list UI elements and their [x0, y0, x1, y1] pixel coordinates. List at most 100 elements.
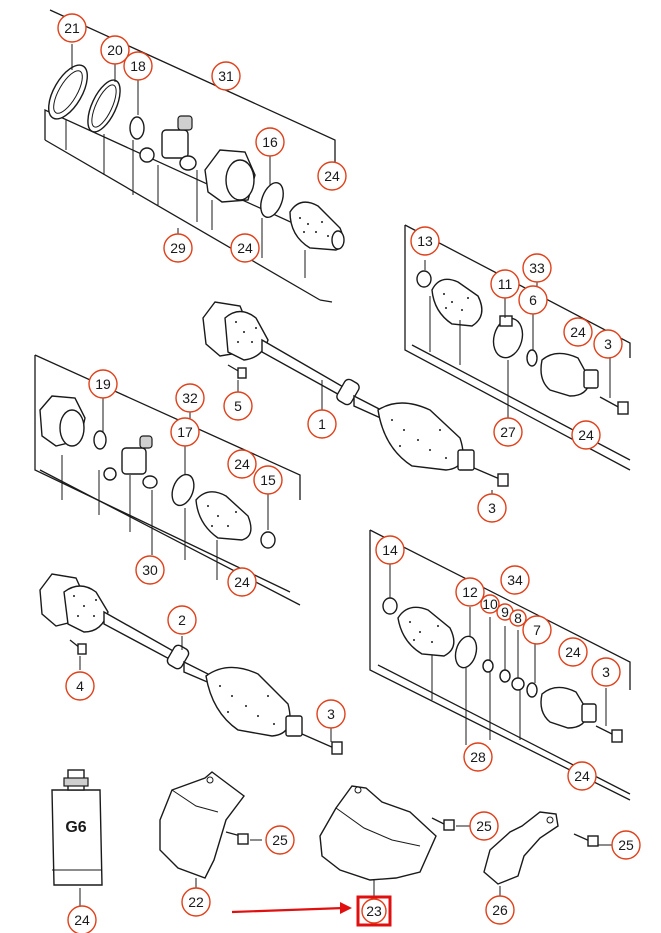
callout-13: 13 [410, 226, 440, 256]
boot-texture-3 [391, 419, 447, 459]
callout-24-9: 24 [67, 905, 97, 933]
callout-circle [265, 825, 295, 855]
boot-texture-5 [219, 685, 275, 725]
callout-31: 31 [211, 61, 241, 91]
callout-34: 34 [500, 565, 530, 595]
callout-3-3: 3 [316, 699, 346, 729]
callout-number: 17 [177, 424, 193, 440]
joint-texture-1 [235, 321, 257, 343]
joint-texture-2 [73, 595, 97, 617]
callout-4: 4 [65, 671, 95, 701]
callout-number: 8 [514, 610, 522, 626]
boot-texture-4 [207, 505, 237, 527]
callout-number: 3 [604, 336, 612, 352]
callout-number: 24 [574, 768, 590, 784]
callout-23-highlighted: 23 [356, 895, 392, 927]
heat-shield-23 [319, 785, 470, 896]
callout-circle [611, 830, 641, 860]
callout-number: 4 [76, 678, 84, 694]
callout-24-1: 24 [317, 161, 347, 191]
callout-20: 20 [100, 35, 130, 65]
callout-number: 33 [529, 260, 545, 276]
callout-circle [65, 671, 95, 701]
callout-circle [227, 449, 257, 479]
callout-circle [463, 742, 493, 772]
callout-3-4: 3 [591, 657, 621, 687]
callout-number: 6 [529, 292, 537, 308]
highlight-box [356, 895, 392, 927]
callout-number: 24 [234, 456, 250, 472]
callout-circle [509, 609, 527, 627]
callout-6: 6 [518, 285, 548, 315]
callout-circle [175, 383, 205, 413]
callout-number: 24 [234, 574, 250, 590]
callout-number: 11 [498, 276, 513, 292]
callout-number: 14 [382, 542, 398, 558]
callout-21: 21 [57, 13, 87, 43]
callout-circle [317, 161, 347, 191]
callout-number: 31 [218, 68, 234, 84]
callout-number: 24 [565, 644, 581, 660]
grease-tube-label: G6 [65, 819, 86, 836]
callout-24-2: 24 [230, 233, 260, 263]
callout-circle [163, 233, 193, 263]
callout-number: 23 [366, 903, 382, 919]
callout-circle [558, 637, 588, 667]
callout-24-5: 24 [227, 449, 257, 479]
callout-16: 16 [255, 127, 285, 157]
callout-circle [223, 391, 253, 421]
grease-tube: G6 [51, 769, 103, 908]
callout-number: 18 [130, 58, 146, 74]
callout-number: 1 [318, 416, 326, 432]
callout-circle [469, 811, 499, 841]
callout-1: 1 [307, 409, 337, 439]
callout-circle [490, 269, 520, 299]
callout-number: 30 [142, 562, 158, 578]
callout-circle [57, 13, 87, 43]
callout-circle [410, 226, 440, 256]
callout-number: 13 [417, 233, 433, 249]
right-upper-group [404, 224, 631, 471]
callout-24-7: 24 [558, 637, 588, 667]
callout-circle [493, 417, 523, 447]
callout-number: 24 [324, 168, 340, 184]
callout-circle [522, 615, 552, 645]
drive-shaft-1 [202, 301, 509, 497]
callout-circle [67, 905, 97, 933]
callout-circle [123, 51, 153, 81]
callout-24-3: 24 [563, 317, 593, 347]
callout-number: 3 [488, 500, 496, 516]
callout-25-2: 25 [469, 811, 499, 841]
boot-texture [299, 217, 329, 237]
callout-number: 22 [188, 894, 204, 910]
callout-circle [500, 565, 530, 595]
callout-circle [181, 887, 211, 917]
callout-circle [593, 329, 623, 359]
callout-number: 2 [178, 612, 186, 628]
callout-number: 25 [618, 837, 634, 853]
callout-26: 26 [485, 895, 515, 925]
callout-number: 21 [64, 20, 80, 36]
callout-22: 22 [181, 887, 211, 917]
callout-circle [170, 417, 200, 447]
bracket-26 [483, 811, 612, 896]
callout-number: 16 [262, 134, 278, 150]
callout-3-2: 3 [477, 493, 507, 523]
callout-circle [485, 895, 515, 925]
callout-28: 28 [463, 742, 493, 772]
drive-shaft-2 [39, 573, 343, 755]
callout-circle [563, 317, 593, 347]
callout-number: 20 [107, 42, 123, 58]
callout-circle [480, 594, 500, 614]
callout-27: 27 [493, 417, 523, 447]
callout-7: 7 [522, 615, 552, 645]
heat-shield-22 [159, 771, 262, 888]
callout-24-6: 24 [227, 567, 257, 597]
callout-circle [88, 369, 118, 399]
callout-number: 15 [260, 472, 276, 488]
callout-circle [230, 233, 260, 263]
callout-number: 26 [492, 902, 508, 918]
callout-circle [375, 535, 405, 565]
callout-number: 19 [95, 376, 111, 392]
